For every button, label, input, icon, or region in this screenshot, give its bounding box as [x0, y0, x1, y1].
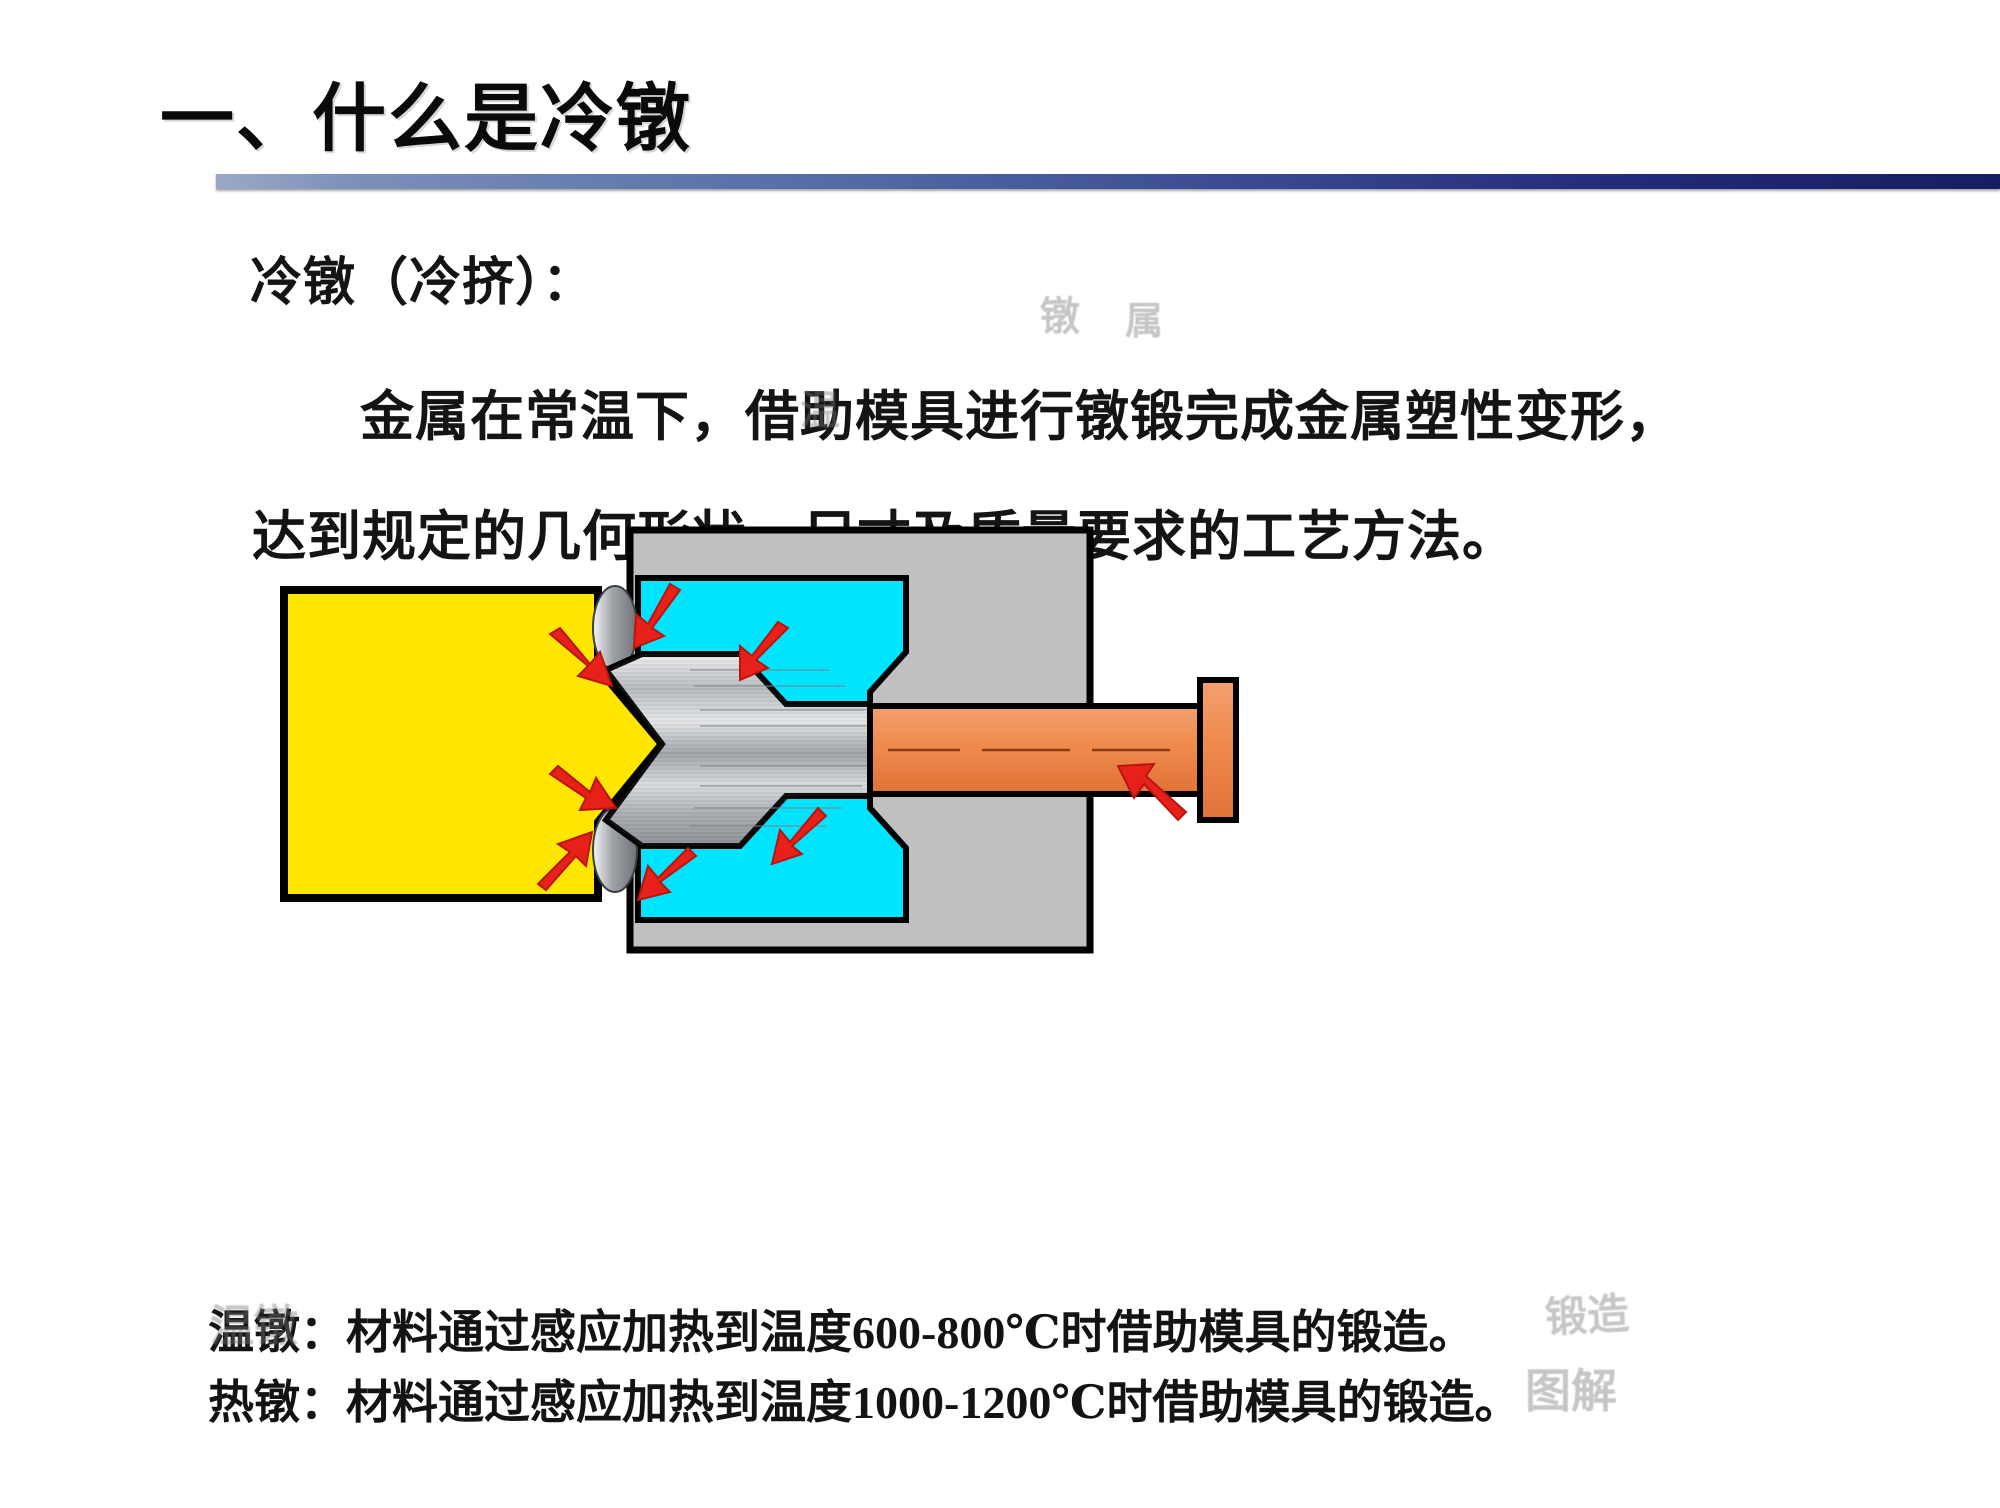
cold-heading-diagram — [270, 520, 1280, 980]
force-arrow — [632, 582, 682, 650]
force-arrow — [548, 626, 614, 688]
slide-header: 一、什么是冷镦 — [0, 0, 2000, 200]
watermark-smudge-c: 图解 — [1525, 1364, 1617, 1418]
force-arrow — [739, 620, 790, 682]
watermark-smudge-e: 属 — [1125, 299, 1164, 343]
watermark-smudge-d: 镦 — [1040, 294, 1080, 340]
cold-heading-diagram-svg — [280, 526, 1239, 954]
definition-paragraph-line-1: 金属在常温下，借助模具进行镦锻完成金属塑性变形， — [360, 387, 1680, 447]
force-arrow — [1116, 762, 1188, 822]
title-underline-bar — [216, 172, 2000, 189]
ejector-rod — [867, 677, 1239, 823]
force-arrow — [548, 764, 618, 812]
page-title: 一、什么是冷镦 — [160, 76, 692, 162]
note-hot-heading: 热镦：材料通过感应加热到温度1000-1200℃时借助模具的锻造。 — [208, 1377, 1521, 1428]
force-arrows — [536, 582, 1188, 902]
force-arrow — [536, 830, 594, 892]
note-warm-heading: 温镦：材料通过感应加热到温度600-800℃时借助模具的锻造。 — [208, 1307, 1475, 1358]
watermark-smudge-b: 锻造 — [1543, 1288, 1631, 1343]
force-arrow — [770, 806, 828, 866]
force-arrow — [636, 846, 698, 902]
definition-lead-label: 冷镦（冷挤）： — [250, 255, 596, 312]
